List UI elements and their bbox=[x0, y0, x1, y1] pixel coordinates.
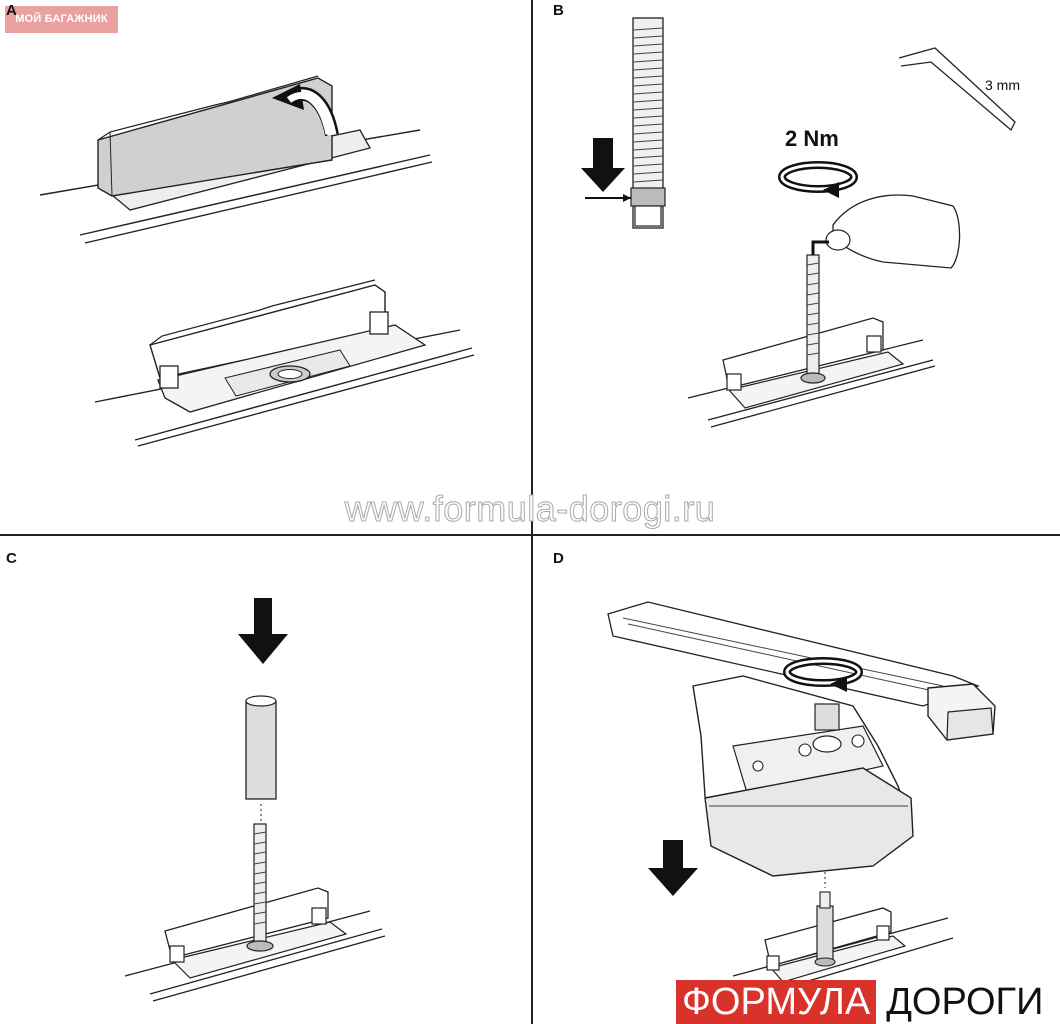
panel-a: A bbox=[0, 0, 531, 534]
horizontal-divider bbox=[0, 534, 1060, 536]
panel-letter: A bbox=[6, 2, 17, 19]
panel-letter: B bbox=[553, 2, 564, 19]
illustration-spacer-sleeve bbox=[124, 598, 386, 1002]
tool-size-label: 3 mm bbox=[985, 77, 1020, 93]
panel-letter: D bbox=[553, 550, 564, 567]
illustration-foot-mounting bbox=[607, 601, 996, 997]
panel-c: C bbox=[0, 536, 531, 1024]
watermark: www.formula-dorogi.ru bbox=[344, 488, 716, 530]
logo-black-part: ДОРОГИ bbox=[876, 980, 1044, 1024]
panel-b: B 3 mm 2 Nm bbox=[533, 0, 1060, 534]
illustration-cover-opening bbox=[39, 75, 475, 447]
torque-label: 2 Nm bbox=[785, 126, 839, 151]
panel-letter: C bbox=[6, 550, 17, 567]
brand-logo: ФОРМУЛА ДОРОГИ bbox=[676, 980, 1044, 1024]
badge: МОЙ БАГАЖНИК bbox=[5, 6, 118, 33]
illustration-bolt-tightening: 3 mm 2 Nm bbox=[581, 17, 1020, 428]
panel-d: D bbox=[533, 536, 1060, 1024]
vertical-divider bbox=[531, 0, 533, 1024]
logo-red-part: ФОРМУЛА bbox=[676, 980, 877, 1024]
